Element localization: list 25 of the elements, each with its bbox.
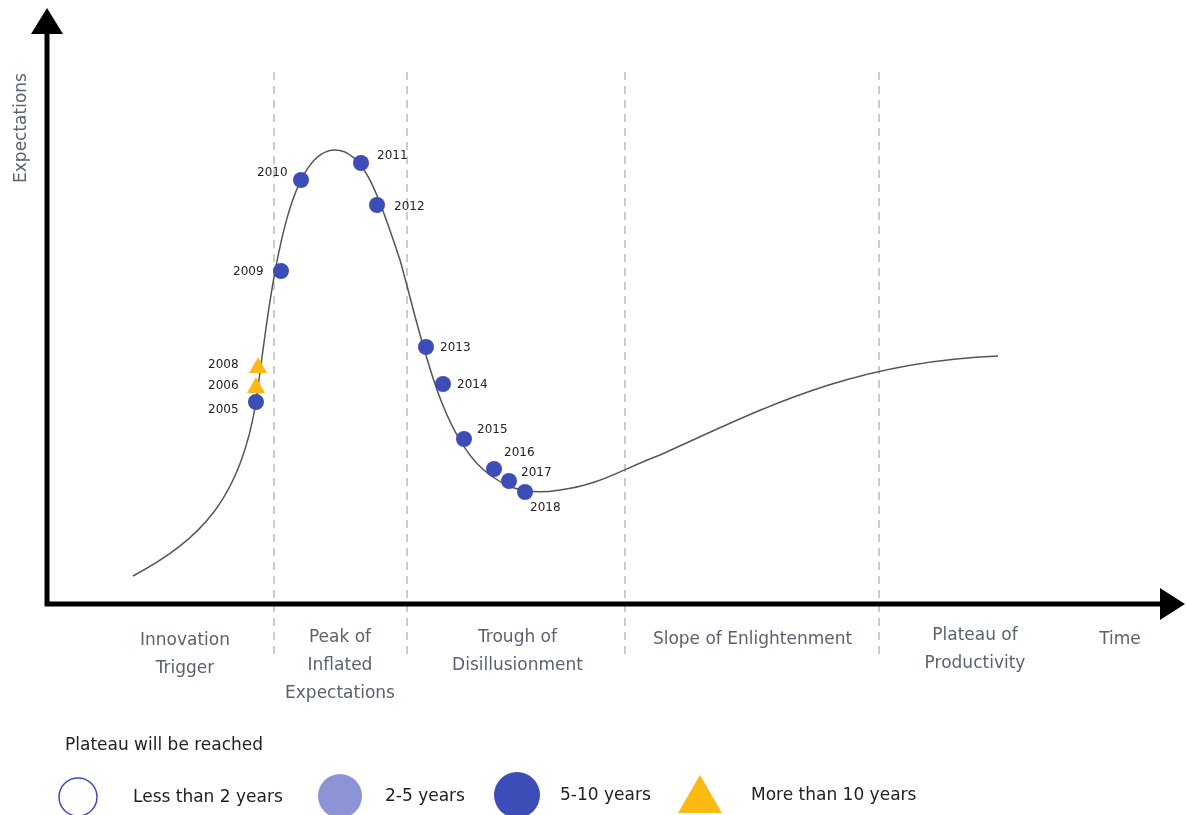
year-label: 2008 (208, 357, 239, 371)
legend-label: 2-5 years (385, 785, 465, 805)
legend-label: 5-10 years (560, 784, 651, 804)
phase-label: Trough of Disillusionment (451, 625, 584, 676)
axis-label: Expectations (10, 72, 30, 185)
year-label: 2005 (208, 402, 239, 416)
year-label: 2015 (477, 422, 508, 436)
year-label: 2013 (440, 340, 471, 354)
year-label: 2006 (208, 378, 239, 392)
year-label: 2014 (457, 377, 488, 391)
year-label: 2018 (530, 500, 561, 514)
legend-label: Less than 2 years (133, 786, 283, 806)
year-label: 2011 (377, 148, 408, 162)
phase-label: Slope of Enlightenment (651, 627, 854, 650)
year-label: 2016 (504, 445, 535, 459)
phase-label: Innovation Trigger (139, 628, 231, 679)
legend-title: Plateau will be reached (65, 734, 264, 754)
year-label: 2012 (394, 199, 425, 213)
year-label: 2009 (233, 264, 264, 278)
legend-label: More than 10 years (751, 784, 917, 804)
year-label: 2010 (257, 165, 288, 179)
phase-label: Peak of Inflated Expectations (284, 625, 396, 704)
phase-label: Plateau of Productivity (923, 623, 1027, 674)
year-label: 2017 (521, 465, 552, 479)
axis-label: Time (1098, 627, 1142, 650)
